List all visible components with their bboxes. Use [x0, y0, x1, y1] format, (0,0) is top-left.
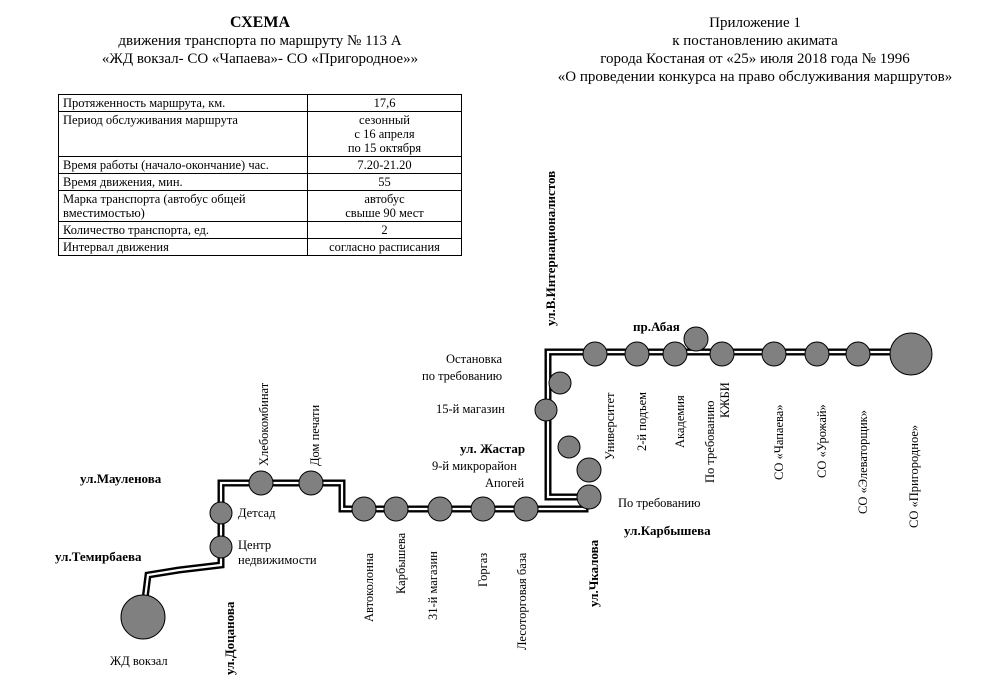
stop-15-magazin: [534, 398, 558, 422]
table-row: Интервал движения согласно расписания: [58, 238, 462, 256]
scheme-title: СХЕМА: [229, 14, 291, 31]
table-label: Интервал движения: [58, 238, 308, 256]
table-value: согласно расписания: [307, 238, 462, 256]
table-row: Время работы (начало-окончание) час. 7.2…: [58, 156, 462, 174]
stop-label-center-2: недвижимости: [238, 553, 317, 567]
table-label: Время работы (начало-окончание) час.: [58, 156, 308, 174]
stop-ostanovka-po-trebovaniyu: [548, 371, 572, 395]
stop-karbysheva: [383, 496, 409, 522]
stop-label-khlebokombinat: Хлебокомбинат: [257, 382, 271, 466]
table-value: 7.20-21.20: [307, 156, 462, 174]
stop-label-15-magazin: 15-й магазин: [436, 402, 505, 416]
table-row: Время движения, мин. 55: [58, 173, 462, 191]
stop-label-9-mikro: 9-й микрорайон: [432, 459, 517, 473]
street-label-zhastar: ул. Жастар: [460, 441, 525, 456]
stop-gorgaz: [470, 496, 496, 522]
stop-akademiya: [662, 341, 688, 367]
route-info-table: Протяженность маршрута, км. 17,6 Период …: [58, 94, 462, 256]
street-label-karbysheva: ул.Карбышева: [624, 523, 711, 538]
stop-31-magazin: [427, 496, 453, 522]
stop-apogei: [576, 457, 602, 483]
stop-label-so-elevatorshchik: СО «Элеваторщик»: [856, 410, 870, 514]
stop-label-karbysheva: Карбышева: [394, 532, 408, 594]
stop-label-ostanovka-1: Остановка: [446, 352, 502, 366]
stop-label-31-magazin: 31-й магазин: [426, 551, 440, 620]
stop-label-kzhbi: КЖБИ: [718, 382, 732, 418]
stop-label-2-podem: 2-й подъем: [635, 392, 649, 451]
stop-label-ostanovka-2: по требованию: [422, 369, 502, 383]
street-label-temirbaeva: ул.Темирбаева: [55, 549, 142, 564]
stop-label-po-trebovaniyu-1: По требованию: [618, 496, 700, 510]
stop-lesotorgovaya-baza: [513, 496, 539, 522]
appendix-ref: к постановлению акимата: [672, 33, 838, 49]
stop-2-podem: [624, 341, 650, 367]
appendix-number: Приложение 1: [709, 15, 801, 31]
table-row: Марка транспорта (автобус общей вместимо…: [58, 190, 462, 222]
table-value: автобус свыше 90 мест: [307, 190, 462, 222]
scheme-title-block: СХЕМА движения транспорта по маршруту № …: [40, 14, 480, 68]
stop-label-zhd: ЖД вокзал: [110, 654, 168, 668]
table-row: Количество транспорта, ед. 2: [58, 221, 462, 239]
stop-label-so-prigorodnoe: СО «Пригородное»: [907, 425, 921, 528]
appendix-decree: города Костаная от «25» июля 2018 года №…: [600, 51, 910, 67]
table-label: Время движения, мин.: [58, 173, 308, 191]
stop-label-akademiya: Академия: [673, 395, 687, 448]
stop-dom-pechati: [298, 470, 324, 496]
stop-label-dom-pechati: Дом печати: [308, 405, 322, 466]
stops: [120, 326, 933, 640]
stop-label-center-1: Центр: [238, 538, 271, 552]
street-label-maulenova: ул.Мауленова: [80, 471, 162, 486]
street-label-abaya: пр.Абая: [633, 319, 680, 334]
scheme-subtitle-line: движения транспорта по маршруту № 113 А: [118, 33, 402, 49]
stop-label-so-urozhai: СО «Урожай»: [815, 404, 829, 478]
street-label-chkalova: ул.Чкалова: [586, 539, 601, 607]
stop-detsad: [209, 501, 233, 525]
stop-label-gorgaz: Горгаз: [476, 553, 490, 587]
stop-avtokolonna: [351, 496, 377, 522]
table-value: сезонный с 16 апреля по 15 октября: [307, 111, 462, 157]
appendix-block: Приложение 1 к постановлению акимата гор…: [520, 14, 990, 86]
stop-universitet: [557, 435, 581, 459]
stop-label-detsad: Детсад: [238, 506, 276, 520]
street-label-internatsionalistov: ул.В.Интернационалистов: [543, 171, 558, 326]
route-name: «ЖД вокзал- СО «Чапаева»- СО «Пригородно…: [101, 51, 419, 67]
table-value: 17,6: [307, 94, 462, 112]
appendix-subject: «О проведении конкурса на право обслужив…: [557, 69, 953, 85]
stop-near-university: [582, 341, 608, 367]
stop-so-urozhai: [804, 341, 830, 367]
stop-label-apogei: Апогей: [485, 476, 524, 490]
stop-pr-abaya: [683, 326, 709, 352]
stop-so-elevatorshchik: [845, 341, 871, 367]
stop-center-nedvizhimosti: [209, 535, 233, 559]
stop-zhd-vokzal: [120, 594, 166, 640]
stop-label-so-chapaeva: СО «Чапаева»: [772, 404, 786, 480]
stop-label-avtokolonna: Автоколонна: [362, 552, 376, 622]
stop-khlebokombinat: [248, 470, 274, 496]
stop-label-lesotorgovaya-baza: Лесоторговая база: [515, 552, 529, 650]
stop-label-po-trebovaniyu-2: По требованию: [703, 401, 717, 483]
stop-po-trebovaniyu-kzhbi: [709, 341, 735, 367]
stop-so-prigorodnoe: [889, 332, 933, 376]
stop-po-trebovaniyu-1: [576, 484, 602, 510]
stop-label-universitet: Университет: [603, 392, 617, 460]
stop-so-chapaeva: [761, 341, 787, 367]
street-label-doshchanova: ул.Доцанова: [222, 601, 237, 675]
route-line: [139, 348, 910, 616]
